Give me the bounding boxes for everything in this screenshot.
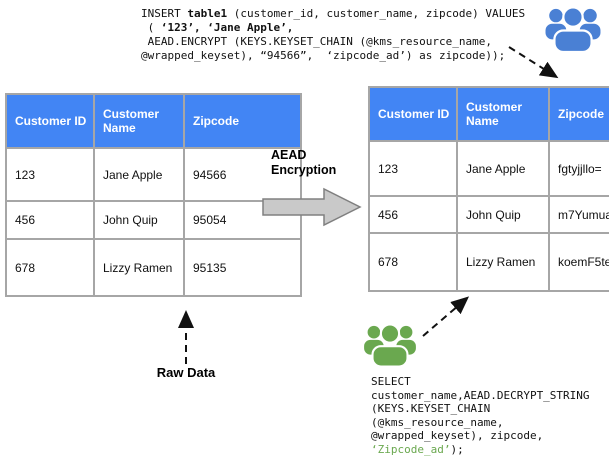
- table-cell: 123: [5, 147, 95, 202]
- insert-query-code: INSERT table1 (customer_id, customer_nam…: [141, 7, 525, 63]
- aead-encryption-label: AEAD Encryption: [271, 148, 337, 177]
- table-cell: Lizzy Ramen: [456, 232, 550, 292]
- raw-data-label: Raw Data: [156, 365, 216, 380]
- code-line: customer_name,AEAD.DECRYPT_STRING: [371, 388, 590, 402]
- table-cell: m7Yumuawqry: [548, 195, 609, 234]
- table-cell: 95135: [183, 238, 302, 297]
- table-cell: koemF5ter=: [548, 232, 609, 292]
- table-cell: 678: [5, 238, 95, 297]
- code-line: ( ‘123’, ‘Jane Apple’,: [141, 21, 294, 34]
- table-cell: 456: [5, 200, 95, 240]
- user-select-arrow: [422, 296, 470, 337]
- table-cell: 123: [368, 140, 458, 197]
- table-cell: 456: [368, 195, 458, 234]
- users-group-icon: [362, 315, 418, 369]
- code-line: (@kms_resource_name,: [371, 415, 504, 429]
- column-header: Zipcode: [548, 86, 609, 142]
- right-block-arrow-icon: [262, 186, 362, 228]
- code-line: AEAD.ENCRYPT (KEYS.KEYSET_CHAIN (@kms_re…: [141, 35, 492, 48]
- table-cell: John Quip: [456, 195, 550, 234]
- column-header: Customer Name: [93, 93, 185, 149]
- table-cell: Jane Apple: [93, 147, 185, 202]
- code-line: @wrapped_keyset), zipcode,: [371, 429, 544, 442]
- table-cell: 678: [368, 232, 458, 292]
- column-header: Customer ID: [5, 93, 95, 149]
- table-cell: 94566: [183, 147, 302, 202]
- code-line: INSERT table1 (customer_id, customer_nam…: [141, 7, 526, 20]
- column-header: Zipcode: [183, 93, 302, 149]
- column-header: Customer ID: [368, 86, 458, 142]
- users-group-icon: [542, 0, 604, 52]
- code-line: @wrapped_keyset), “94566”, ‘zipcode_ad’)…: [141, 49, 506, 62]
- table-cell: Lizzy Ramen: [93, 238, 185, 297]
- code-line: ‘Zipcode_ad’);: [371, 442, 464, 456]
- table-cell: John Quip: [93, 200, 185, 240]
- code-line: SELECT: [371, 375, 411, 388]
- code-line: (KEYS.KEYSET_CHAIN: [371, 402, 491, 415]
- column-header: Customer Name: [456, 86, 550, 142]
- table-cell: fgtyjjllo=: [548, 140, 609, 197]
- table-cell: Jane Apple: [456, 140, 550, 197]
